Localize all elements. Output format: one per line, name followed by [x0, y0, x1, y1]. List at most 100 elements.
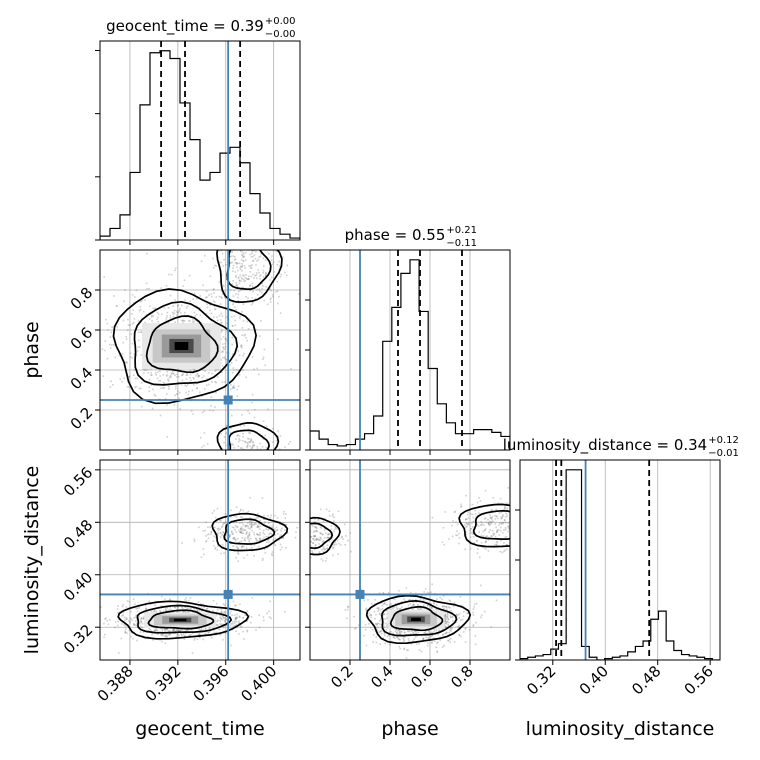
sample-point: [258, 452, 260, 454]
sample-point: [458, 537, 461, 539]
sample-point: [106, 619, 109, 622]
sample-point: [153, 629, 156, 632]
sample-point: [232, 444, 234, 446]
sample-point: [412, 632, 415, 635]
sample-point: [530, 551, 532, 553]
sample-point: [311, 525, 314, 527]
sample-point: [237, 552, 240, 555]
sample-point: [195, 374, 197, 377]
sample-point: [488, 523, 490, 526]
sample-point: [170, 372, 173, 374]
sample-point: [473, 541, 476, 544]
sample-point: [237, 440, 240, 443]
sample-point: [441, 605, 444, 607]
sample-point: [203, 375, 205, 377]
sample-point: [473, 520, 476, 523]
sample-point: [255, 263, 257, 266]
sample-point: [138, 606, 140, 609]
sample-point: [370, 616, 372, 619]
sample-point: [181, 606, 183, 609]
sample-point: [317, 519, 320, 521]
sample-point: [247, 525, 249, 528]
sample-point: [263, 514, 265, 517]
sample-point: [410, 643, 413, 645]
sample-point: [179, 629, 182, 632]
sample-point: [166, 314, 168, 317]
sample-point: [222, 346, 224, 348]
sample-point: [489, 523, 492, 525]
sample-point: [161, 313, 163, 316]
sample-point: [390, 630, 392, 633]
sample-point: [398, 630, 401, 633]
sample-point: [138, 309, 141, 312]
sample-point: [222, 523, 224, 526]
sample-point: [225, 522, 228, 524]
sample-point: [231, 229, 233, 231]
sample-point: [202, 638, 204, 641]
sample-point: [485, 521, 488, 524]
sample-point: [239, 531, 242, 534]
sample-point: [220, 303, 222, 305]
sample-point: [178, 391, 181, 394]
sample-point: [194, 637, 196, 639]
sample-point: [133, 617, 135, 619]
sample-point: [238, 437, 240, 440]
sample-point: [189, 633, 192, 636]
sample-point: [156, 311, 159, 314]
sample-point: [450, 629, 452, 632]
sample-point: [374, 630, 377, 633]
sample-point: [252, 440, 254, 443]
sample-point: [258, 523, 261, 525]
sample-point: [193, 368, 195, 371]
sample-point: [503, 519, 506, 521]
sample-point: [436, 651, 439, 653]
sample-point: [321, 541, 324, 543]
sample-point: [244, 267, 247, 269]
sample-point: [223, 200, 225, 202]
sample-point: [522, 521, 524, 523]
sample-point: [442, 633, 444, 636]
sample-point: [228, 617, 231, 620]
histogram-step: [520, 469, 720, 660]
sample-point: [458, 634, 461, 637]
sample-point: [216, 528, 219, 530]
sample-point: [271, 551, 274, 553]
sample-point: [224, 619, 227, 621]
sample-point: [395, 606, 398, 608]
sample-point: [370, 614, 373, 617]
sample-point: [266, 547, 269, 549]
sample-point: [376, 607, 378, 610]
sample-point: [184, 611, 187, 613]
sample-point: [411, 630, 414, 632]
sample-point: [246, 522, 249, 524]
sample-point: [241, 440, 244, 442]
sample-point: [183, 314, 185, 316]
sample-point: [506, 543, 508, 546]
sample-point: [145, 607, 147, 610]
sample-point: [173, 629, 175, 632]
sample-point: [257, 525, 260, 528]
sample-point: [241, 346, 243, 349]
sample-point: [257, 207, 259, 209]
sample-point: [103, 622, 105, 625]
sample-point: [213, 316, 215, 319]
sample-point: [224, 264, 227, 266]
sample-point: [223, 356, 226, 359]
sample-point: [164, 598, 166, 601]
sample-point: [346, 617, 348, 620]
sample-point: [262, 271, 264, 274]
sample-point: [432, 600, 435, 603]
sample-point: [284, 271, 286, 274]
sample-point: [469, 547, 472, 550]
sample-point: [291, 523, 293, 525]
sample-point: [158, 380, 160, 382]
sample-point: [503, 509, 505, 511]
sample-point: [177, 608, 179, 611]
sample-point: [245, 547, 248, 550]
sample-point: [504, 519, 506, 522]
sample-point: [234, 258, 237, 260]
sample-point: [276, 229, 278, 231]
sample-point: [250, 522, 253, 525]
sample-point: [191, 652, 194, 654]
sample-point: [250, 256, 253, 258]
